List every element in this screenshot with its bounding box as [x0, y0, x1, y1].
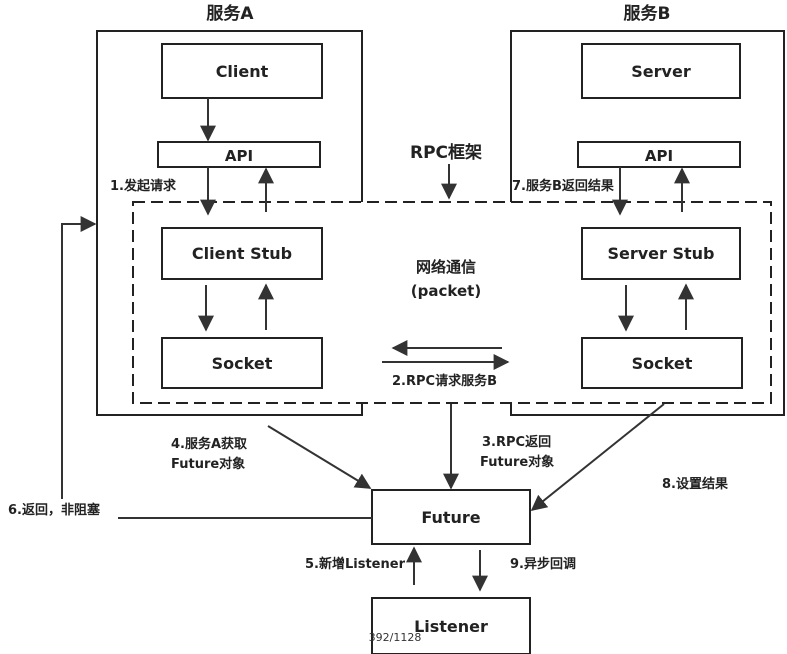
step-3-label-line1: 3.RPC返回 — [482, 435, 551, 450]
future-label: Future — [421, 508, 480, 527]
step-4-label-line1: 4.服务A获取 — [171, 436, 248, 452]
arrow-serviceA-to-future — [267, 425, 372, 489]
socket-b-box — [581, 337, 743, 389]
service-a-title: 服务A — [206, 3, 254, 24]
api-b-label: API — [645, 147, 673, 165]
api-a-label: API — [225, 147, 253, 165]
step-1-label: 1.发起请求 — [110, 178, 177, 194]
step-6-label-bg — [6, 499, 118, 519]
listener-label: Listener — [414, 617, 488, 636]
step-3-label-line2: Future对象 — [480, 454, 554, 470]
listener-box — [371, 597, 531, 654]
client-stub-box — [161, 227, 323, 280]
socket-a-label: Socket — [212, 354, 273, 373]
step-2-label: 2.RPC请求服务B — [392, 373, 497, 389]
server-label: Server — [631, 62, 691, 81]
step-6-label: 6.返回，非阻塞 — [8, 502, 101, 518]
step-9-label: 9.异步回调 — [510, 556, 576, 572]
arrow-return-non-blocking — [61, 216, 372, 519]
step-7-label: 7.服务B返回结果 — [512, 178, 614, 194]
api-a-box — [157, 141, 321, 168]
arrow-set-result — [530, 403, 665, 512]
step-5-label: 5.新增Listener — [305, 556, 406, 572]
client-stub-label: Client Stub — [192, 244, 292, 263]
rpc-framework-title: RPC框架 — [410, 142, 482, 163]
server-stub-label: Server Stub — [607, 244, 714, 263]
client-label: Client — [216, 62, 269, 81]
network-label: 网络通信 — [416, 258, 476, 276]
api-b-box — [577, 141, 741, 168]
service-b-title: 服务B — [624, 3, 671, 24]
step-4-label-line2: Future对象 — [171, 456, 245, 472]
client-box — [161, 43, 323, 99]
step-8-label: 8.设置结果 — [662, 476, 728, 492]
server-stub-box — [581, 227, 741, 280]
page-indicator: 392/1128 — [369, 631, 422, 644]
socket-b-label: Socket — [632, 354, 693, 373]
socket-a-box — [161, 337, 323, 389]
server-box — [581, 43, 741, 99]
packet-label: (packet) — [411, 282, 481, 300]
